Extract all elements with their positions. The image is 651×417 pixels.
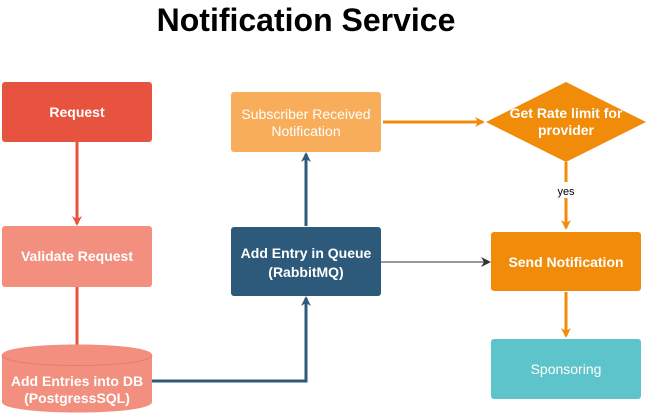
node-subscriber-line2: Notification — [271, 123, 340, 139]
edge-yes-label: yes — [557, 186, 575, 198]
node-queue: Add Entry in Queue (RabbitMQ) — [231, 227, 381, 296]
node-send-label: Send Notification — [508, 254, 623, 270]
node-subscriber: Subscriber Received Notification — [231, 92, 381, 152]
node-ratelimit-line2: provider — [538, 122, 595, 138]
node-request-label: Request — [49, 104, 105, 120]
node-request: Request — [2, 82, 152, 142]
node-ratelimit-line1: Get Rate limit for — [510, 105, 623, 121]
node-db-line1: Add Entries into DB — [11, 373, 143, 389]
yes-label-bg — [552, 182, 580, 198]
node-db: Add Entries into DB (PostgressSQL) — [1, 344, 153, 413]
node-validate-label: Validate Request — [21, 248, 133, 264]
node-sponsoring-label: Sponsoring — [531, 361, 602, 377]
node-validate: Validate Request — [2, 226, 152, 287]
node-db-line2: (PostgressSQL) — [24, 390, 130, 406]
edge-db-to-queue — [152, 296, 311, 383]
node-subscriber-line1: Subscriber Received — [241, 106, 370, 122]
page-title: Notification Service — [156, 2, 456, 38]
node-send: Send Notification — [491, 232, 641, 291]
node-ratelimit: Get Rate limit for provider — [486, 82, 646, 162]
node-sponsoring: Sponsoring — [491, 339, 641, 399]
node-queue-line2: (RabbitMQ) — [268, 264, 343, 280]
node-queue-line1: Add Entry in Queue — [241, 245, 372, 261]
